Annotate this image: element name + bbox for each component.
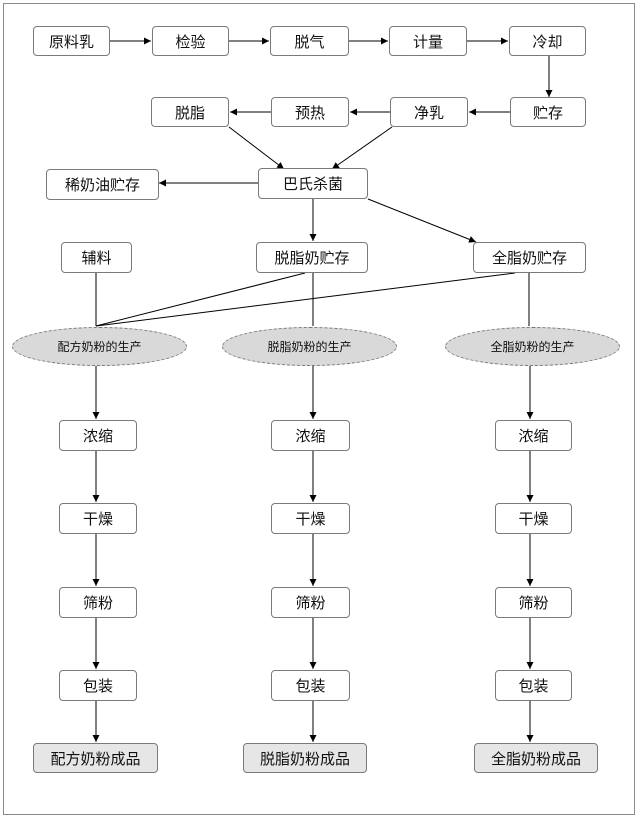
node-skimming: 脱脂 — [151, 97, 229, 127]
node-metering: 计量 — [389, 26, 467, 56]
node-whole-product-label: 全脂奶粉成品 — [490, 749, 581, 768]
node-whole-packaging-label: 包装 — [518, 677, 549, 695]
node-whole-milk-storage-label: 全脂奶贮存 — [491, 249, 567, 267]
node-formula-packaging-label: 包装 — [82, 677, 113, 695]
node-cooling-label: 冷却 — [532, 32, 563, 51]
node-storage: 贮存 — [510, 97, 586, 127]
node-whole-sieving-label: 筛粉 — [518, 594, 549, 612]
node-formula-drying-label: 干燥 — [82, 510, 113, 528]
node-skim-powder-production-label: 脱脂奶粉的生产 — [267, 340, 352, 354]
node-degassing: 脱气 — [270, 26, 349, 56]
node-skim-packaging: 包装 — [271, 670, 350, 701]
node-cream-storage: 稀奶油贮存 — [46, 169, 159, 200]
node-whole-concentrate-label: 浓缩 — [518, 427, 549, 445]
node-pasteurization: 巴氏杀菌 — [258, 168, 368, 199]
node-inspection-label: 检验 — [175, 32, 206, 51]
node-formula-concentrate: 浓缩 — [59, 420, 137, 451]
node-formula-product: 配方奶粉成品 — [33, 743, 158, 773]
node-skim-concentrate: 浓缩 — [271, 420, 350, 451]
node-whole-concentrate: 浓缩 — [495, 420, 572, 451]
node-skim-sieving: 筛粉 — [271, 587, 350, 618]
node-skim-product: 脱脂奶粉成品 — [243, 743, 367, 773]
node-formula-sieving-label: 筛粉 — [82, 594, 113, 612]
node-whole-powder-production: 全脂奶粉的生产 — [445, 327, 620, 366]
node-skim-packaging-label: 包装 — [295, 677, 326, 695]
node-whole-milk-storage: 全脂奶贮存 — [473, 242, 586, 273]
node-whole-packaging: 包装 — [495, 670, 572, 701]
node-skimming-label: 脱脂 — [174, 103, 205, 122]
node-skim-drying: 干燥 — [271, 503, 350, 534]
node-whole-drying: 干燥 — [495, 503, 572, 534]
node-raw-milk-label: 原料乳 — [48, 32, 94, 51]
node-additives: 辅料 — [61, 242, 132, 273]
node-skim-milk-storage-label: 脱脂奶贮存 — [274, 249, 350, 267]
node-whole-drying-label: 干燥 — [518, 510, 549, 528]
node-skim-drying-label: 干燥 — [295, 510, 326, 528]
node-cooling: 冷却 — [509, 26, 586, 56]
node-storage-label: 贮存 — [532, 103, 563, 122]
node-clarification-label: 净乳 — [413, 103, 444, 122]
node-skim-concentrate-label: 浓缩 — [295, 427, 326, 445]
node-formula-production: 配方奶粉的生产 — [12, 327, 187, 366]
node-additives-label: 辅料 — [81, 249, 112, 267]
node-formula-packaging: 包装 — [59, 670, 137, 701]
node-degassing-label: 脱气 — [294, 32, 325, 51]
node-formula-drying: 干燥 — [59, 503, 137, 534]
node-skim-milk-storage: 脱脂奶贮存 — [256, 242, 368, 273]
node-whole-product: 全脂奶粉成品 — [474, 743, 598, 773]
node-inspection: 检验 — [152, 26, 229, 56]
node-formula-production-label: 配方奶粉的生产 — [57, 340, 142, 354]
node-cream-storage-label: 稀奶油贮存 — [64, 176, 140, 194]
node-preheating: 预热 — [271, 97, 349, 127]
node-raw-milk: 原料乳 — [33, 26, 110, 56]
node-skim-sieving-label: 筛粉 — [295, 594, 326, 612]
node-skim-powder-production: 脱脂奶粉的生产 — [222, 327, 397, 366]
node-clarification: 净乳 — [390, 97, 468, 127]
node-formula-sieving: 筛粉 — [59, 587, 137, 618]
node-pasteurization-label: 巴氏杀菌 — [282, 175, 343, 193]
node-whole-sieving: 筛粉 — [495, 587, 572, 618]
node-metering-label: 计量 — [412, 32, 443, 51]
node-skim-product-label: 脱脂奶粉成品 — [259, 749, 350, 768]
node-formula-product-label: 配方奶粉成品 — [50, 749, 141, 768]
node-formula-concentrate-label: 浓缩 — [82, 427, 113, 445]
node-whole-powder-production-label: 全脂奶粉的生产 — [490, 340, 575, 354]
node-preheating-label: 预热 — [294, 103, 325, 122]
